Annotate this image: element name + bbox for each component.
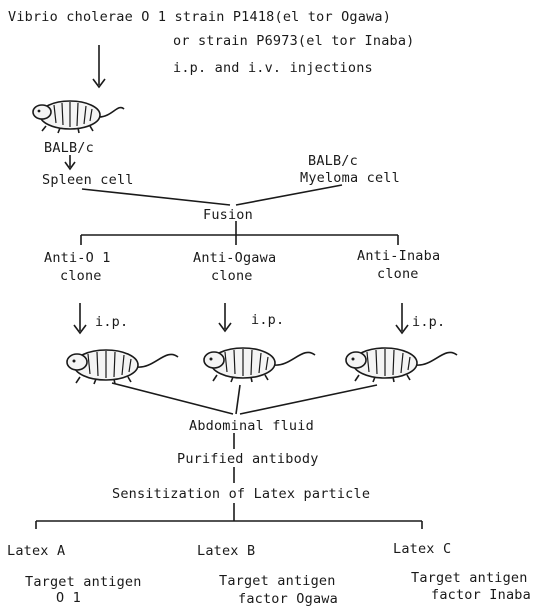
mouse-icon	[33, 101, 124, 133]
balbc-to-spleen-arrow	[65, 155, 75, 169]
mouse-icon	[346, 348, 457, 382]
sensitization-label: Sensitization of Latex particle	[112, 486, 370, 502]
clone-1-name: Anti-O 1	[44, 250, 111, 266]
fusion-label: Fusion	[203, 207, 253, 223]
clone-arrow-2	[219, 303, 231, 331]
balbc-right-label: BALB/c	[308, 153, 358, 169]
mouse-icon	[67, 350, 178, 384]
clone-1-type: clone	[60, 268, 102, 284]
latex-c-antigen: factor Inaba	[431, 587, 531, 603]
clone-arrow-1	[74, 303, 86, 333]
latex-c-label: Latex C	[393, 541, 451, 557]
latex-a-label: Latex A	[7, 543, 65, 559]
clone-3-route: i.p.	[412, 314, 445, 330]
top-arrow	[93, 45, 105, 87]
latex-b-target: Target antigen	[219, 573, 336, 589]
mouse1-to-fluid-line	[112, 383, 233, 414]
clone-3-name: Anti-Inaba	[357, 248, 440, 264]
clone-1-route: i.p.	[95, 314, 128, 330]
mouse2-to-fluid-line	[236, 385, 240, 414]
abdominal-fluid-label: Abdominal fluid	[189, 418, 314, 434]
mouse3-to-fluid-line	[240, 385, 377, 414]
clone-arrow-3	[396, 303, 408, 333]
latex-b-antigen: factor Ogawa	[238, 591, 338, 607]
myeloma-cell-label: Myeloma cell	[300, 170, 400, 186]
clone-2-type: clone	[211, 268, 253, 284]
spleen-cell-label: Spleen cell	[42, 172, 134, 188]
injection-label: i.p. and i.v. injections	[173, 60, 373, 76]
myeloma-to-fusion-line	[236, 185, 342, 205]
clone-2-route: i.p.	[251, 312, 284, 328]
balbc-left-label: BALB/c	[44, 140, 94, 156]
purified-antibody-label: Purified antibody	[177, 451, 319, 467]
latex-c-target: Target antigen	[411, 570, 528, 586]
latex-a-target: Target antigen	[25, 574, 142, 590]
strain-label: Vibrio cholerae O 1 strain P1418(el tor …	[8, 9, 391, 25]
alt-strain-label: or strain P6973(el tor Inaba)	[173, 33, 415, 49]
clone-2-name: Anti-Ogawa	[193, 250, 276, 266]
latex-a-antigen: O 1	[56, 590, 81, 606]
spleen-to-fusion-line	[82, 189, 230, 205]
clone-3-type: clone	[377, 266, 419, 282]
mouse-icon	[204, 348, 315, 382]
latex-b-label: Latex B	[197, 543, 255, 559]
